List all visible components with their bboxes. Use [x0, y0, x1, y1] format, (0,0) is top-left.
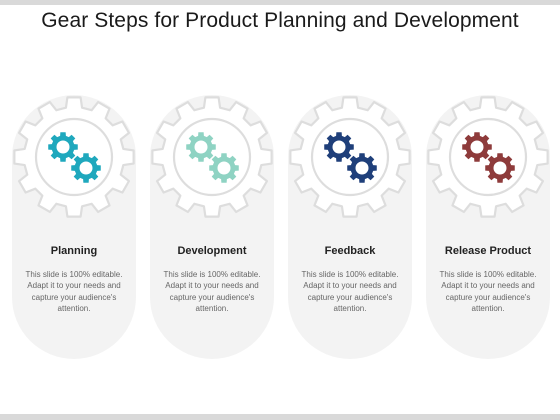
- step-card-release-product: Release Product This slide is 100% edita…: [426, 95, 550, 387]
- small-gear-icon: [48, 132, 78, 162]
- small-gear-icon: [71, 153, 101, 183]
- step-card-feedback: Feedback This slide is 100% editable. Ad…: [288, 95, 412, 387]
- gear-inner-ring: [172, 117, 252, 197]
- step-title: Planning: [50, 245, 98, 257]
- gear-inner-ring: [310, 117, 390, 197]
- small-gear-icon: [209, 153, 239, 183]
- page-title: Gear Steps for Product Planning and Deve…: [41, 9, 519, 32]
- gear-outline-icon: [426, 95, 550, 219]
- step-description: This slide is 100% editable. Adapt it to…: [301, 270, 399, 313]
- small-gear-icon: [347, 153, 377, 183]
- step-card-planning: Planning This slide is 100% editable. Ad…: [12, 95, 136, 387]
- gears-icon: [462, 132, 515, 183]
- bottom-bar: [0, 414, 560, 420]
- step-description: This slide is 100% editable. Adapt it to…: [163, 270, 261, 313]
- step-title: Development: [177, 245, 247, 257]
- step-title: Release Product: [444, 245, 532, 257]
- step-title: Feedback: [324, 245, 376, 257]
- gears-icon: [186, 132, 239, 183]
- small-gear-icon: [186, 132, 216, 162]
- gear-inner-ring: [34, 117, 114, 197]
- small-gear-icon: [462, 132, 492, 162]
- step-description: This slide is 100% editable. Adapt it to…: [25, 270, 123, 313]
- gear-inner-ring: [448, 117, 528, 197]
- small-gear-icon: [485, 153, 515, 183]
- gear-outline-icon: [150, 95, 274, 219]
- step-card-development: Development This slide is 100% editable.…: [150, 95, 274, 387]
- step-description: This slide is 100% editable. Adapt it to…: [439, 270, 537, 313]
- top-bar: [0, 0, 560, 5]
- gears-icon: [324, 132, 377, 183]
- gear-outline-icon: [288, 95, 412, 219]
- small-gear-icon: [324, 132, 354, 162]
- gear-outline-icon: [12, 95, 136, 219]
- gears-icon: [48, 132, 101, 183]
